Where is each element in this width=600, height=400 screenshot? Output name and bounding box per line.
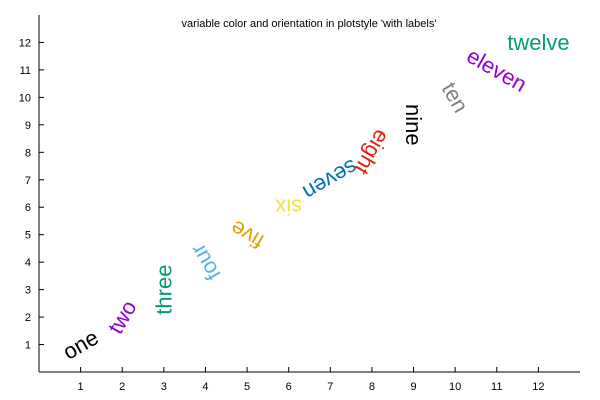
y-tick-label: 4 [25,257,31,269]
chart-title: variable color and orientation in plotst… [182,18,437,30]
y-tick-label: 1 [25,340,31,352]
x-tick-label: 2 [119,381,125,393]
x-tick-label: 1 [78,381,84,393]
y-tick-label: 2 [25,312,31,324]
y-tick-label: 7 [25,175,31,187]
x-tick-label: 8 [369,381,375,393]
point-label-two: two [103,296,142,338]
point-labels-layer: onetwothreefourfivesixseveneightninetene… [58,30,569,365]
x-tick-label: 11 [491,381,502,393]
x-tick-label: 4 [202,381,208,393]
x-tick-label: 7 [327,381,333,393]
point-label-six: six [275,195,302,220]
y-tick-label: 5 [25,230,31,242]
y-tick-label: 8 [25,147,31,159]
point-label-twelve: twelve [507,30,569,55]
y-tick-label: 10 [19,92,31,104]
x-tick-label: 9 [410,381,416,393]
y-tick-label: 11 [20,65,31,77]
x-tick-label: 3 [161,381,167,393]
y-tick-label: 6 [25,202,31,214]
point-label-five: five [226,215,268,254]
point-label-nine: nine [401,104,426,146]
point-label-one: one [58,325,102,365]
y-tick-label: 3 [25,285,31,297]
x-tick-label: 5 [244,381,250,393]
x-tick-label: 12 [532,381,544,393]
x-tick-label: 10 [449,381,461,393]
x-tick-label: 6 [286,381,292,393]
point-label-ten: ten [437,78,474,117]
point-label-three: three [151,265,176,315]
y-tick-label: 9 [25,120,31,132]
y-tick-label: 12 [19,37,31,49]
point-label-four: four [185,239,226,284]
